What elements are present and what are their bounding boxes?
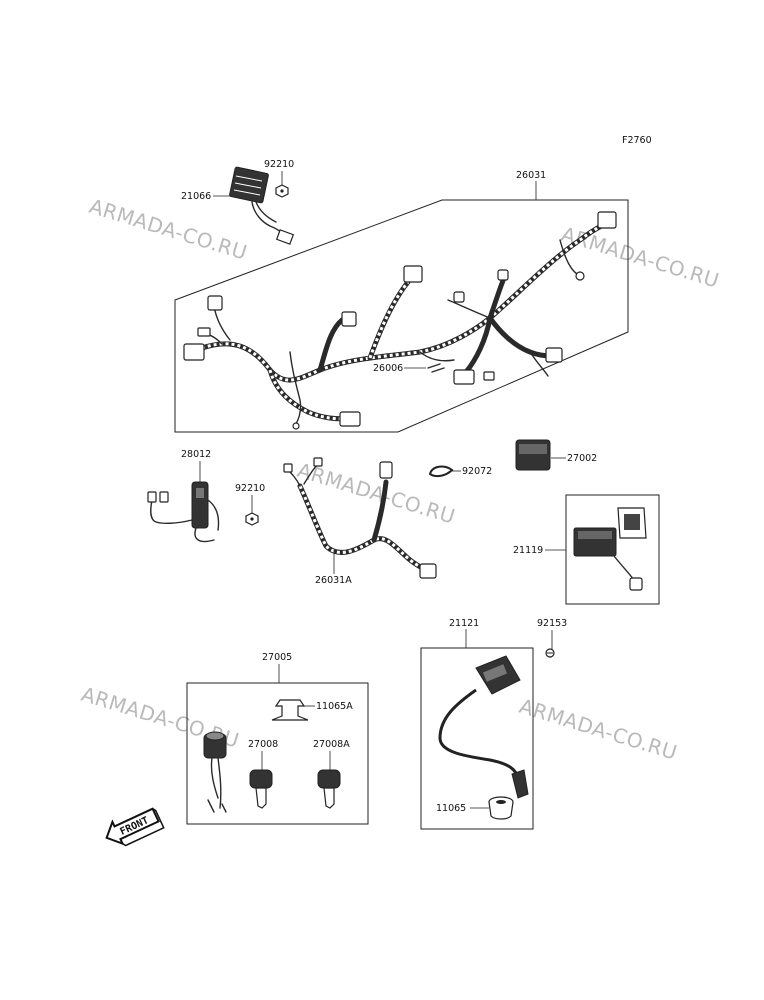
relay-27002[interactable] (515, 439, 551, 471)
label-27008A: 27008A (313, 739, 350, 750)
sub-harness-26031A[interactable] (283, 457, 437, 579)
watermark-1: ARMADA-CO.RU (87, 194, 251, 265)
label-21066: 21066 (181, 191, 211, 202)
key-27008A[interactable] (317, 769, 341, 809)
key-27008[interactable] (249, 769, 273, 809)
label-92153: 92153 (537, 618, 567, 629)
label-21119: 21119 (513, 545, 543, 556)
label-27008: 27008 (248, 739, 278, 750)
clamp-92072[interactable] (428, 465, 454, 478)
cap-11065[interactable] (488, 796, 514, 820)
label-92210-top: 92210 (264, 159, 294, 170)
ignition-coil-21121[interactable] (438, 655, 529, 799)
watermark-2: ARMADA-CO.RU (559, 222, 723, 293)
clip-26006[interactable] (427, 363, 445, 373)
switch-28012[interactable] (147, 481, 220, 543)
frame-26031 (174, 199, 629, 433)
label-26031A: 26031A (315, 575, 352, 586)
frame-21121 (420, 647, 534, 830)
front-arrow: FRONT (105, 807, 165, 847)
label-26031: 26031 (516, 170, 546, 181)
label-21121: 21121 (449, 618, 479, 629)
frame-27005 (186, 682, 369, 825)
watermarks: ARMADA-CO.RU ARMADA-CO.RU ARMADA-CO.RU A… (79, 194, 723, 765)
label-27002: 27002 (567, 453, 597, 464)
label-11065: 11065 (436, 803, 466, 814)
label-28012: 28012 (181, 449, 211, 460)
label-26006: 26006 (373, 363, 403, 374)
screw-92153[interactable] (545, 648, 555, 658)
label-11065A: 11065A (316, 701, 353, 712)
main-harness-26031[interactable] (183, 211, 617, 430)
label-27005: 27005 (262, 652, 292, 663)
ignition-switch[interactable] (203, 731, 227, 813)
nut-92210-top[interactable] (275, 184, 289, 198)
cap-11065A[interactable] (271, 699, 309, 721)
frame-21119 (565, 494, 660, 605)
label-92210-mid: 92210 (235, 483, 265, 494)
watermark-5: ARMADA-CO.RU (517, 694, 681, 765)
label-92072: 92072 (462, 466, 492, 477)
nut-92210-mid[interactable] (245, 512, 259, 526)
regulator-21066[interactable] (229, 166, 295, 245)
figure-code: F2760 (622, 135, 652, 146)
cdi-unit-21119[interactable] (573, 507, 647, 591)
